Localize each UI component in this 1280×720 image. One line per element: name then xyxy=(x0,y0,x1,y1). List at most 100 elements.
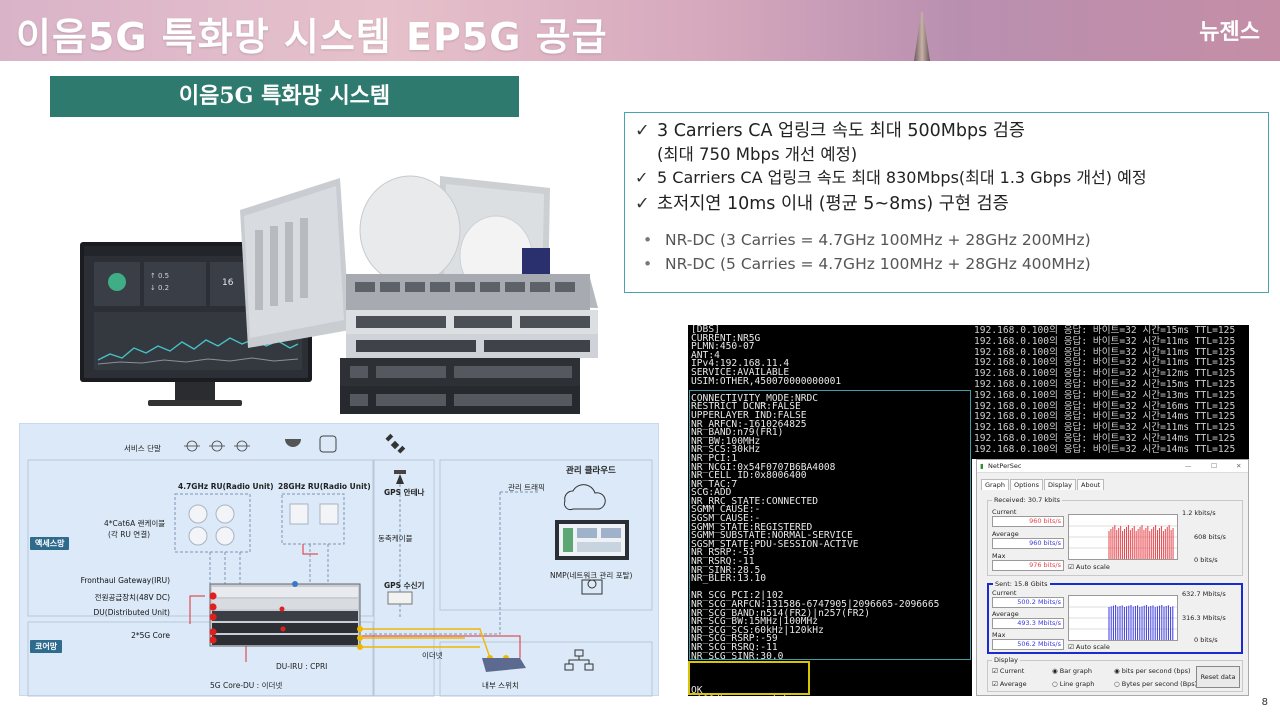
terminal-line: SGMM_SUBSTATE:NORMAL-SERVICE xyxy=(691,530,853,542)
tab-about[interactable]: About xyxy=(1077,479,1105,490)
sent-max-field: 506.2 Mbits/s xyxy=(992,639,1064,650)
terminal-ping-output[interactable]: 192.168.0.100의 응답: 바이트=32 시간=15ms TTL=12… xyxy=(972,325,1249,459)
terminal-line: USIM:OTHER,450070000000001 xyxy=(691,375,842,387)
terminal-line: RESTRICT_DCNR:FALSE xyxy=(691,401,801,413)
tab-graph[interactable]: Graph xyxy=(981,479,1009,490)
display-title: Display xyxy=(992,656,1020,664)
bullet-icon: • xyxy=(643,255,653,273)
rack-server-illustration xyxy=(340,274,598,414)
terminal-line: NR_RRC_STATE:CONNECTED xyxy=(691,495,819,507)
label-fronthaul: Fronthaul Gateway(IRU) xyxy=(80,576,170,585)
page-number: 8 xyxy=(1261,697,1268,708)
terminal-line: NR_SINR:28.5 xyxy=(691,564,761,576)
label-du-iru: DU-IRU : CPRI xyxy=(276,662,328,671)
received-title: Received: 30.7 kbits xyxy=(992,496,1062,504)
Bps-radio[interactable]: ○ Bytes per second (Bps) xyxy=(1114,680,1198,688)
product-image: ↑ 0.5 ↓ 0.2 16 xyxy=(80,175,598,414)
bps-radio[interactable]: ◉ bits per second (bps) xyxy=(1114,667,1191,675)
dash-up-value: 0.5 xyxy=(158,272,169,280)
display-average-checkbox[interactable]: ☑ Average xyxy=(992,680,1027,688)
label-cat6a-sub: (각 RU 연결) xyxy=(108,530,151,539)
terminal-line: 192.168.0.100의 응답: 바이트=32 시간=15ms TTL=12… xyxy=(974,378,1236,390)
netpersec-title: NetPerSec xyxy=(988,462,1022,470)
terminal-line: 192.168.0.100의 응답: 바이트=32 시간=16ms TTL=12… xyxy=(974,400,1236,412)
terminal-line: 192.168.0.100의 응답: 바이트=32 시간=11ms TTL=12… xyxy=(974,335,1236,347)
received-scale-mid: 608 bits/s xyxy=(1194,533,1226,541)
received-auto-scale[interactable]: ☑ Auto scale xyxy=(1068,563,1110,571)
zone-access-network: 액세스망 xyxy=(30,537,70,550)
terminal-line: 192.168.0.100의 응답: 바이트=32 시간=11ms TTL=12… xyxy=(974,346,1236,358)
received-current-field: 960 bits/s xyxy=(992,516,1064,527)
header-banner: 이음5G 특화망 시스템 EP5G 공급 뉴젠스 xyxy=(0,0,1280,61)
terminal-line: NR_TAC:7 xyxy=(691,478,738,490)
tower-illustration xyxy=(914,12,930,61)
bps-label: bits per second (bps) xyxy=(1121,667,1191,675)
network-diagram: 서비스 단말 4.7GHz RU(Radio Unit) 28GHz RU(Ra… xyxy=(19,423,659,697)
terminal-line: CONNECTIVITY_MODE:NRDC xyxy=(691,392,819,404)
received-max-field: 976 bits/s xyxy=(992,560,1064,571)
terminal-line: NR_SCG_ARFCN:131586-6747905|2096665-2096… xyxy=(691,599,940,610)
tab-display[interactable]: Display xyxy=(1044,479,1077,490)
feature-row-3: ✓초저지연 10ms 이내 (평균 5~8ms) 구현 검증 xyxy=(635,190,1258,218)
received-graph xyxy=(1068,514,1178,560)
display-group: Display ☑ Current ☑ Average ◉ Bar graph … xyxy=(987,656,1243,692)
sent-scale-mid: 316.3 Mbits/s xyxy=(1182,614,1226,622)
terminal-line: 192.168.0.100의 응답: 바이트=32 시간=14ms TTL=12… xyxy=(974,432,1236,444)
bar-graph-radio[interactable]: ◉ Bar graph xyxy=(1052,667,1092,675)
label-mgmt-traffic: 관리 트래픽 xyxy=(508,483,545,492)
terminal-line: UPPERLAYER_IND:FALSE xyxy=(691,409,807,421)
terminal-selection-outline xyxy=(689,390,971,660)
display-current-checkbox[interactable]: ☑ Current xyxy=(992,667,1025,675)
tab-options[interactable]: Options xyxy=(1009,479,1044,490)
received-average-field: 960 bits/s xyxy=(992,538,1064,549)
terminal-line: NR_SCG_BAND:n514(FR2)|n257(FR2) xyxy=(691,607,871,619)
terminal-line: NR_RSRQ:-11 xyxy=(691,556,755,568)
received-scale-top: 1.2 kbits/s xyxy=(1182,509,1216,517)
Bps-label: Bytes per second (Bps) xyxy=(1121,680,1198,688)
app-icon: ▮ xyxy=(980,462,984,470)
terminal-line: NR_RSRP:-53 xyxy=(691,547,755,559)
terminal-line: SGSM_STATE:PDU-SESSION-ACTIVE xyxy=(691,538,859,550)
terminal-line: SERVICE:AVAILABLE xyxy=(691,366,790,378)
label-coax: 동축케이블 xyxy=(378,534,413,543)
label-gps-receiver: GPS 수신기 xyxy=(384,581,425,590)
check-icon: ✓ xyxy=(635,168,649,187)
label-core-du: 5G Core-DU : 이더넷 xyxy=(210,681,283,690)
label-ru-28ghz: 28GHz RU(Radio Unit) xyxy=(278,482,371,491)
received-average-label: Average xyxy=(992,530,1019,538)
reset-data-button[interactable]: Reset data xyxy=(1196,666,1240,688)
terminal-line: 192.168.0.100의 응답: 바이트=32 시간=14ms TTL=12… xyxy=(974,411,1236,423)
label-ethernet: 이더넷 xyxy=(422,651,443,660)
terminal-line: NR_SCG_SCS:60kHz|120kHz xyxy=(691,624,824,636)
label-internal-switch: 내부 스위치 xyxy=(482,681,519,690)
received-auto-scale-label: Auto scale xyxy=(1075,563,1110,571)
close-button[interactable]: ✕ xyxy=(1236,462,1242,470)
terminal-line: [DBS] xyxy=(691,325,720,335)
feature-text-1b: (최대 750 Mbps 개선 예정) xyxy=(657,145,858,164)
terminal-line: ANT:4 xyxy=(691,349,720,361)
bullet-icon: • xyxy=(643,231,653,249)
label-du: DU(Distributed Unit) xyxy=(93,608,170,617)
bullet-row-1: •NR-DC (3 Carries = 4.7GHz 100MHz + 28GH… xyxy=(635,228,1258,252)
svg-text:↑: ↑ xyxy=(150,272,156,280)
line-graph-radio[interactable]: ○ Line graph xyxy=(1052,680,1095,688)
terminal-line: 192.168.0.100의 응답: 바이트=32 시간=15ms TTL=12… xyxy=(974,325,1236,336)
feature-box: ✓3 Carriers CA 업링크 속도 최대 500Mbps 검증 (최대 … xyxy=(624,112,1269,293)
minimize-button[interactable]: — xyxy=(1185,462,1192,470)
sent-average-label: Average xyxy=(992,610,1019,618)
terminal-line: NR_SCG_SINR:30.0 xyxy=(691,650,784,662)
maximize-button[interactable]: ☐ xyxy=(1211,462,1217,470)
received-group: Received: 30.7 kbits Current 960 bits/s … xyxy=(987,496,1243,576)
terminal-highlight-box xyxy=(688,661,810,695)
sent-scale-bot: 0 bits/s xyxy=(1194,636,1218,644)
label-nmp: NMP(네트워크 관리 포탈) xyxy=(550,571,633,580)
page-title: 이음5G 특화망 시스템 EP5G 공급 xyxy=(16,15,608,59)
sent-current-label: Current xyxy=(992,589,1017,597)
terminal-line: NR_BLER:13.10 xyxy=(691,573,767,585)
label-cat6a: 4*Cat6A 랜케이블 xyxy=(104,519,166,528)
display-average-label: Average xyxy=(999,680,1027,688)
sent-auto-scale[interactable]: ☑ Auto scale xyxy=(1068,643,1110,651)
